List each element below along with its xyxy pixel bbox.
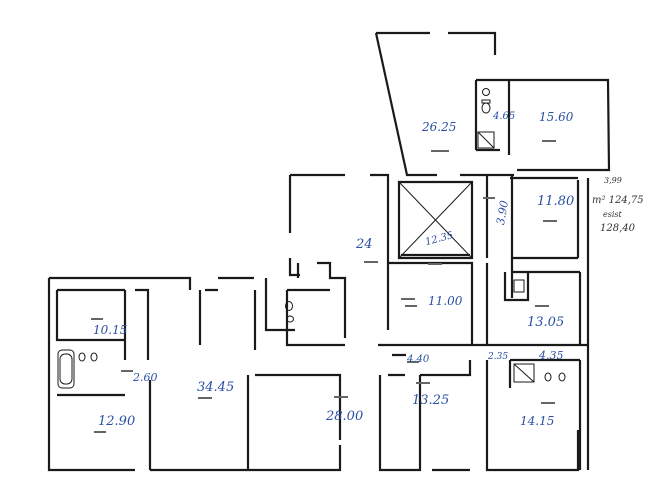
sink-icon — [482, 88, 490, 96]
stair-icon — [398, 181, 473, 259]
area-upper-right-room: 15.60 — [539, 110, 574, 124]
area-bottom-mid: 13.25 — [412, 393, 449, 408]
room-areas: 26.25 4.65 15.60 12.35 11.80 3.90 24 11.… — [93, 110, 574, 429]
area-right-room: 13.05 — [527, 315, 564, 330]
area-bottom-center: 28.00 — [325, 409, 363, 424]
sink-icon — [90, 352, 98, 362]
wall-upper-bath — [474, 78, 511, 155]
wall-wc-block — [218, 261, 347, 350]
wall-center-room — [388, 258, 582, 345]
note-total-label: esist — [603, 210, 623, 219]
wall-upper-wing — [374, 31, 611, 177]
walls — [47, 31, 611, 472]
fixtures — [57, 88, 566, 389]
wall-bottom-extra — [255, 353, 406, 440]
area-left-top-room: 10.15 — [93, 323, 127, 337]
area-center-room: 11.00 — [428, 294, 463, 308]
area-corridor-dim: 3.90 — [494, 200, 511, 226]
sink-icon — [544, 372, 552, 382]
area-left-bath: 2.60 — [132, 371, 158, 384]
area-right-bedroom-upright: 11.80 — [537, 194, 574, 209]
area-bottom-right: 14.15 — [520, 414, 554, 428]
area-bathroom-upper: 4.65 — [492, 111, 515, 122]
toilet-icon — [78, 352, 86, 362]
area-stair-hall: 12.35 — [424, 230, 455, 248]
area-upper-left-room: 26.25 — [421, 120, 456, 134]
shower-icon — [477, 131, 495, 149]
shower-icon — [513, 363, 535, 383]
tiny-labels — [91, 140, 557, 433]
total-note: 3,99 m² 124,75 esist 128,40 — [592, 176, 644, 234]
column — [513, 279, 525, 293]
area-living-hall: 24 — [355, 237, 373, 252]
area-bath-lower: 4.35 — [538, 349, 564, 362]
area-hall-small: 4.40 — [406, 354, 430, 365]
toilet-icon — [558, 372, 566, 382]
wall-left-wing — [47, 276, 192, 472]
toilet-icon — [285, 301, 293, 311]
sink-icon — [286, 315, 294, 323]
area-wc-small: 2.35 — [487, 352, 508, 362]
area-left-bottom-room: 12.90 — [98, 414, 135, 429]
wall-middle-outer — [288, 173, 390, 330]
area-big-corridor: 34.45 — [197, 380, 234, 395]
bathtub-icon — [57, 349, 75, 389]
toilet-icon — [481, 99, 491, 114]
note-total-m2: m² 124,75 — [592, 195, 644, 206]
note-total-value: 128,40 — [600, 223, 636, 234]
note-total-top: 3,99 — [604, 176, 622, 185]
wall-bottom-band — [150, 288, 582, 472]
